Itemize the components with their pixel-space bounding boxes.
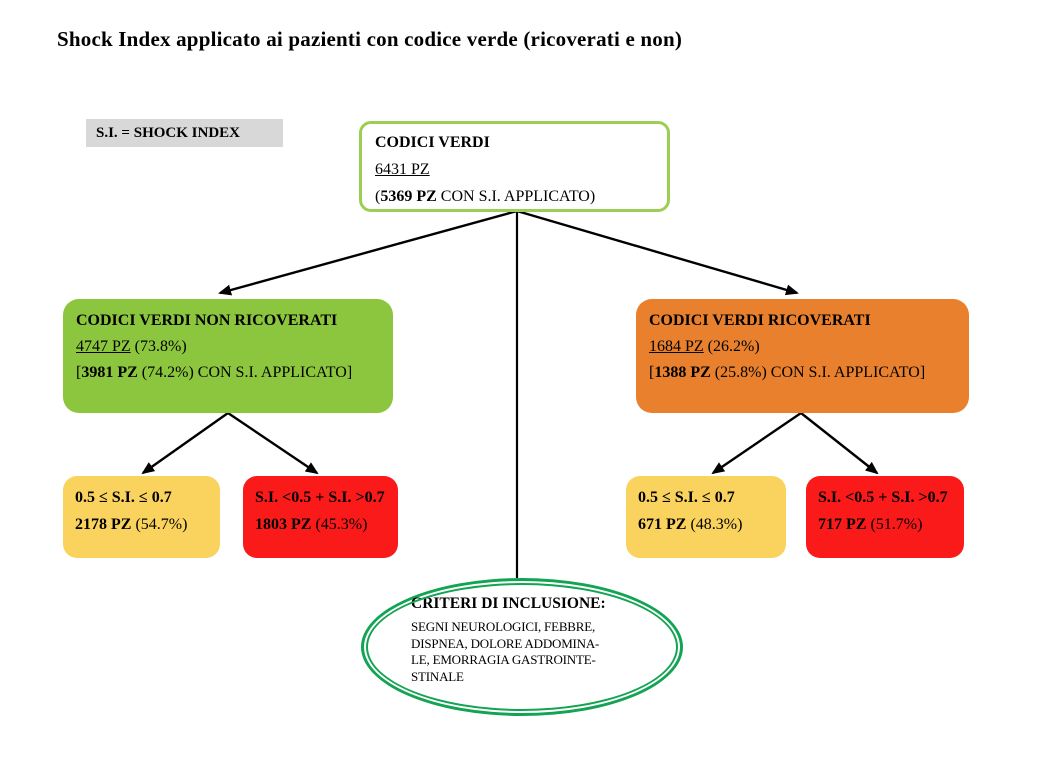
leaf-count: 671 PZ [638, 516, 687, 533]
applied-count: 5369 PZ [380, 188, 437, 205]
leaf-pct: (48.3%) [686, 516, 743, 533]
node-count-line: 1684 PZ (26.2%) [649, 334, 969, 360]
leaf-pct: (51.7%) [866, 516, 923, 533]
node-ricoverati: CODICI VERDI RICOVERATI 1684 PZ (26.2%) … [636, 299, 969, 413]
leaf-count-line: 717 PZ (51.7%) [818, 511, 964, 538]
node-title: CODICI VERDI NON RICOVERATI [76, 312, 338, 329]
applied-pre: [ [76, 364, 82, 381]
node-non-ricoverati: CODICI VERDI NON RICOVERATI 4747 PZ (73.… [63, 299, 393, 413]
leaf-count-line: 1803 PZ (45.3%) [255, 511, 398, 538]
node-count-pct: (73.8%) [130, 338, 187, 355]
connector-root-to-non-ricoverati [218, 209, 518, 296]
leaf-pct: (45.3%) [311, 516, 368, 533]
node-applied-line: [3981 PZ (74.2%) CON S.I. APPLICATO] [76, 360, 393, 386]
node-count: 1684 PZ [649, 338, 704, 355]
leaf-range: 0.5 ≤ S.I. ≤ 0.7 [75, 489, 172, 506]
inclusion-content: CRITERI DI INCLUSIONE: SEGNI NEUROLOGICI… [411, 595, 651, 685]
leaf-count-line: 2178 PZ (54.7%) [75, 511, 220, 538]
applied-pre: [ [649, 364, 655, 381]
node-count-line: 6431 PZ [375, 156, 667, 183]
leaf-count: 717 PZ [818, 516, 867, 533]
inclusion-title: CRITERI DI INCLUSIONE: [411, 595, 606, 612]
applied-rest: (25.8%) CON S.I. APPLICATO] [710, 364, 926, 381]
applied-count: 1388 PZ [654, 364, 711, 381]
node-count: 4747 PZ [76, 338, 131, 355]
connector-green-to-red [227, 412, 319, 475]
leaf-range: 0.5 ≤ S.I. ≤ 0.7 [638, 489, 735, 506]
leaf-count: 1803 PZ [255, 516, 312, 533]
node-count-pct: (26.2%) [703, 338, 760, 355]
connector-green-to-yellow [141, 412, 229, 475]
leaf-count-line: 671 PZ (48.3%) [638, 511, 786, 538]
applied-rest: CON S.I. APPLICATO) [436, 188, 596, 205]
legend-box: S.I. = SHOCK INDEX [86, 119, 283, 147]
node-applied-line: (5369 PZ CON S.I. APPLICATO) [375, 183, 667, 210]
node-count: 6431 PZ [375, 161, 430, 178]
leaf-non-ricoverati-in-range: 0.5 ≤ S.I. ≤ 0.7 2178 PZ (54.7%) [63, 476, 220, 558]
leaf-count: 2178 PZ [75, 516, 132, 533]
node-count-line: 4747 PZ (73.8%) [76, 334, 393, 360]
applied-rest: (74.2%) CON S.I. APPLICATO] [137, 364, 353, 381]
node-title: CODICI VERDI [375, 134, 490, 151]
connector-orange-to-red [800, 412, 879, 475]
legend-label: S.I. = SHOCK INDEX [96, 125, 240, 141]
page-title: Shock Index applicato ai pazienti con co… [57, 27, 683, 51]
leaf-range: S.I. <0.5 + S.I. >0.7 [255, 489, 385, 506]
leaf-pct: (54.7%) [131, 516, 188, 533]
inclusion-body: SEGNI NEUROLOGICI, FEBBRE, DISPNEA, DOLO… [411, 619, 600, 684]
leaf-ricoverati-in-range: 0.5 ≤ S.I. ≤ 0.7 671 PZ (48.3%) [626, 476, 786, 558]
applied-count: 3981 PZ [81, 364, 138, 381]
node-applied-line: [1388 PZ (25.8%) CON S.I. APPLICATO] [649, 360, 969, 386]
connector-root-to-ricoverati [516, 209, 799, 296]
node-codici-verdi: CODICI VERDI 6431 PZ (5369 PZ CON S.I. A… [359, 121, 670, 212]
leaf-range: S.I. <0.5 + S.I. >0.7 [818, 489, 948, 506]
applied-pre: ( [375, 188, 381, 205]
node-criteri-di-inclusione: CRITERI DI INCLUSIONE: SEGNI NEUROLOGICI… [361, 578, 683, 716]
leaf-ricoverati-out-of-range: S.I. <0.5 + S.I. >0.7 717 PZ (51.7%) [806, 476, 964, 558]
node-title: CODICI VERDI RICOVERATI [649, 312, 871, 329]
connector-orange-to-yellow [711, 412, 802, 475]
leaf-non-ricoverati-out-of-range: S.I. <0.5 + S.I. >0.7 1803 PZ (45.3%) [243, 476, 398, 558]
